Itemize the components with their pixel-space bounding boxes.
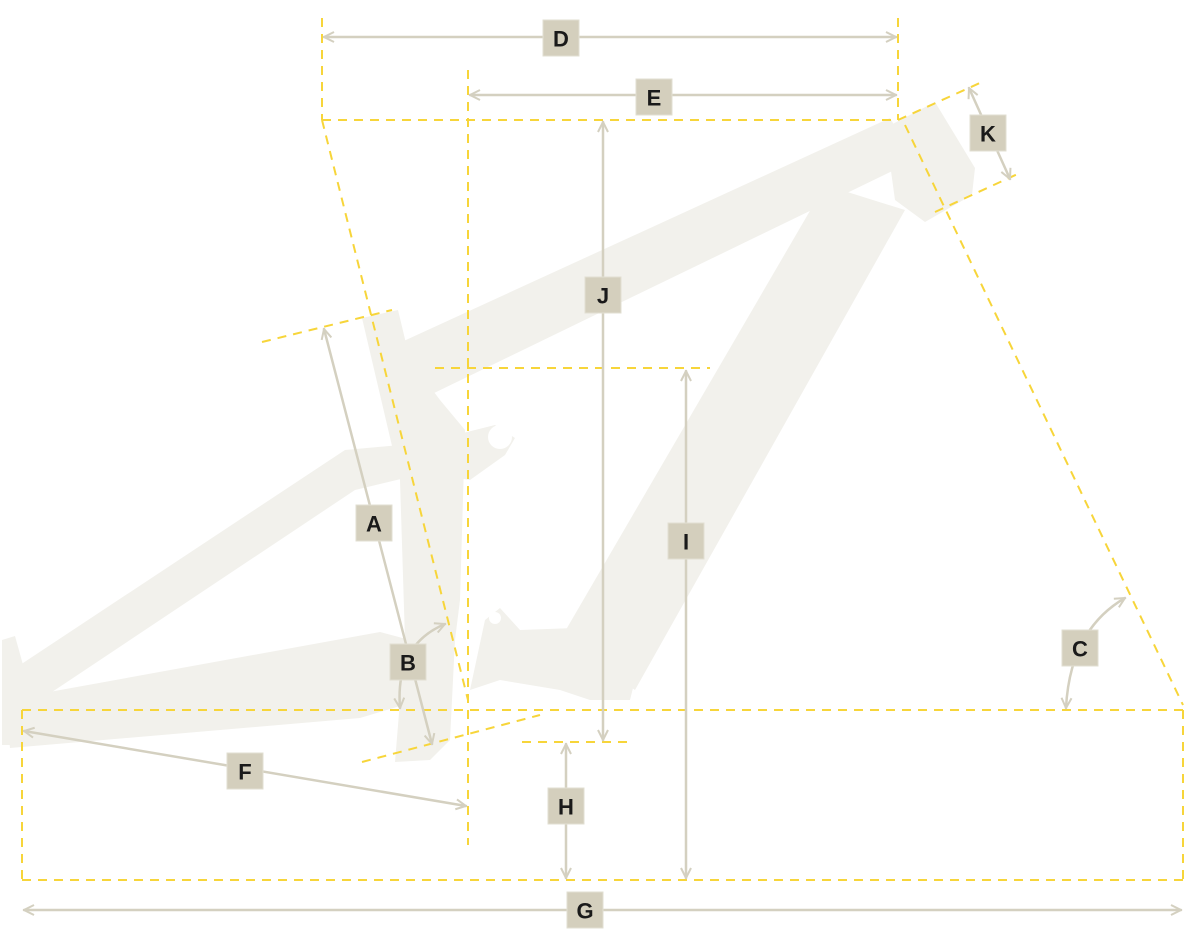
label-c-text: C	[1072, 637, 1088, 662]
label-d-text: D	[553, 27, 569, 52]
label-i-text: I	[683, 530, 689, 555]
label-g-text: G	[576, 899, 593, 924]
top-tube	[395, 118, 915, 395]
label-j-text: J	[597, 284, 609, 309]
label-h: H	[547, 787, 585, 825]
chain-stay	[5, 632, 420, 748]
label-b: B	[389, 643, 427, 681]
label-k-text: K	[980, 122, 996, 147]
seat-stay	[5, 445, 405, 700]
label-a-text: A	[366, 512, 382, 537]
label-f-text: F	[238, 760, 251, 785]
label-b-text: B	[400, 651, 416, 676]
label-e-text: E	[647, 86, 662, 111]
label-e: E	[635, 78, 673, 116]
label-i: I	[667, 522, 705, 560]
label-f: F	[226, 752, 264, 790]
dimension-lines	[24, 37, 1183, 910]
label-g: G	[566, 891, 604, 929]
label-h-text: H	[558, 795, 574, 820]
bike-frame-silhouette	[2, 102, 975, 762]
label-d: D	[542, 19, 580, 57]
reference-lines	[21, 18, 1184, 881]
label-j: J	[584, 276, 622, 314]
label-k: K	[969, 114, 1007, 152]
label-c: C	[1061, 629, 1099, 667]
down-tube	[560, 185, 905, 690]
label-a: A	[355, 504, 393, 542]
